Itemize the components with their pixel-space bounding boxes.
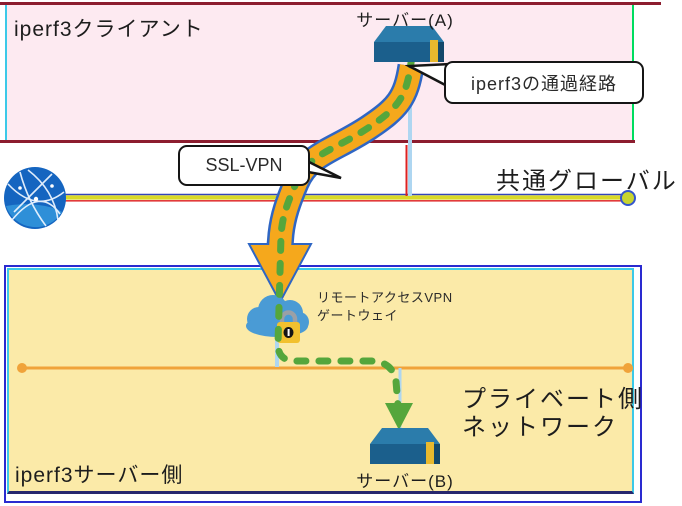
vpn-gateway-label-line2: ゲートウェイ xyxy=(317,308,399,323)
client-zone-label: iperf3クライアント xyxy=(14,18,204,41)
lock-icon xyxy=(277,310,300,343)
ssl-vpn-callout-label: SSL-VPN xyxy=(205,155,283,175)
server-zone xyxy=(7,268,634,494)
private-line-right-endpoint xyxy=(623,363,633,373)
global-network-label: 共通グローバル xyxy=(496,168,678,195)
server-b-label: サーバー(B) xyxy=(356,472,454,491)
internet-globe-icon xyxy=(4,167,66,229)
vpn-gateway-label-line1: リモートアクセスVPN xyxy=(317,290,453,305)
server-zone-outer-frame xyxy=(4,265,642,503)
client-zone-top-border xyxy=(0,2,661,5)
route-arrowhead xyxy=(385,403,413,430)
global-network-line xyxy=(38,190,636,206)
private-network-label-line2: ネットワーク xyxy=(462,414,618,441)
iperf3-route-callout: iperf3の通過経路 xyxy=(444,61,644,104)
global-line-endpoint xyxy=(620,190,636,206)
iperf3-route-callout-label: iperf3の通過経路 xyxy=(470,73,618,94)
private-network-label-line1: プライベート側 xyxy=(462,386,644,413)
private-network-line xyxy=(17,363,633,373)
iperf3-route-dashed-line xyxy=(274,52,416,430)
server-zone-label: iperf3サーバー側 xyxy=(15,464,184,487)
ssl-vpn-callout: SSL-VPN xyxy=(178,145,310,186)
server-b-icon xyxy=(370,428,440,464)
server-a-icon xyxy=(374,26,444,62)
private-line-left-endpoint xyxy=(17,363,27,373)
server-a-label: サーバー(A) xyxy=(356,11,454,30)
